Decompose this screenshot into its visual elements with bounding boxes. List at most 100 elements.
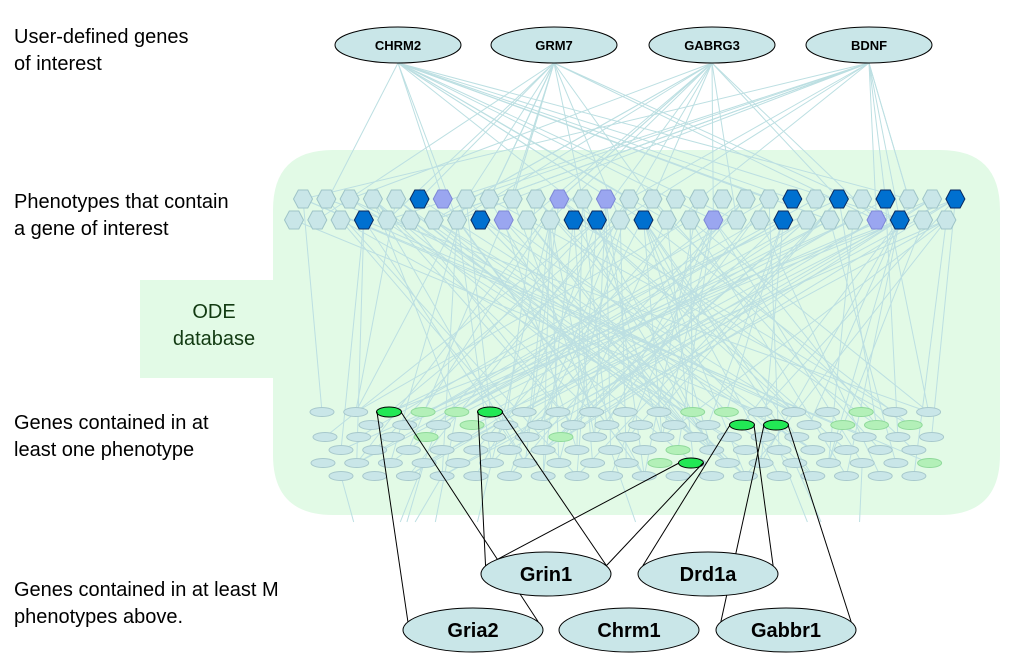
edge bbox=[349, 62, 713, 200]
gene-ellipse bbox=[612, 407, 638, 417]
result-gene-node bbox=[480, 551, 612, 597]
connector-line bbox=[787, 424, 852, 622]
phenotype-hexagon bbox=[456, 189, 477, 209]
gene-ellipse bbox=[392, 420, 418, 430]
phenotype-hexagon bbox=[619, 189, 640, 209]
gene-ellipse bbox=[815, 407, 840, 417]
edge bbox=[408, 198, 630, 477]
phenotype-hexagon bbox=[362, 189, 383, 209]
gene-ellipse bbox=[377, 458, 403, 468]
gene-ellipse bbox=[849, 458, 875, 468]
gene-ellipse bbox=[564, 471, 590, 481]
gene-ellipse bbox=[527, 420, 552, 430]
edge bbox=[698, 62, 870, 200]
gene-ellipse bbox=[766, 471, 792, 481]
edge bbox=[539, 198, 933, 426]
edge bbox=[526, 219, 551, 438]
gene-ellipse bbox=[796, 420, 822, 430]
gene-ellipse bbox=[613, 458, 639, 468]
phenotype-hexagon bbox=[610, 210, 631, 230]
gene-ellipse bbox=[447, 432, 473, 442]
connector-line bbox=[753, 424, 774, 566]
edge bbox=[558, 62, 713, 200]
edge bbox=[408, 198, 886, 477]
edge bbox=[859, 462, 863, 523]
phenotype-nodes bbox=[283, 189, 966, 230]
gene-ellipse bbox=[511, 407, 537, 417]
edge bbox=[539, 198, 630, 426]
label-line: a gene of interest bbox=[14, 218, 169, 240]
edge bbox=[573, 219, 896, 413]
edge bbox=[465, 62, 555, 200]
edge bbox=[456, 219, 784, 413]
gene-ellipse bbox=[834, 471, 859, 481]
connector-line bbox=[376, 411, 409, 622]
edge bbox=[643, 219, 911, 426]
phenotype-hexagon bbox=[843, 210, 864, 230]
edge bbox=[465, 198, 491, 413]
edge bbox=[549, 219, 560, 464]
highlight-connectors bbox=[376, 411, 852, 622]
gene-ellipse bbox=[631, 445, 657, 455]
edge bbox=[808, 198, 910, 426]
gene-ellipse bbox=[897, 420, 923, 430]
edge bbox=[475, 198, 630, 477]
gene-ellipse bbox=[429, 471, 455, 481]
gene-ellipse bbox=[514, 432, 540, 442]
connector-line bbox=[477, 411, 487, 566]
edge bbox=[643, 219, 814, 477]
edge bbox=[441, 198, 956, 477]
label-line: of interest bbox=[14, 53, 102, 75]
gene-ellipse bbox=[699, 471, 725, 481]
gene-ellipse bbox=[546, 458, 572, 468]
edge bbox=[535, 198, 727, 413]
edge bbox=[931, 198, 956, 438]
phenotype-hexagon bbox=[889, 210, 910, 230]
result-gene-node bbox=[558, 607, 700, 653]
edge bbox=[491, 198, 747, 464]
database-gene-nodes bbox=[309, 406, 945, 481]
gene-ellipse bbox=[699, 445, 725, 455]
edge bbox=[389, 198, 840, 413]
edge bbox=[410, 219, 693, 413]
edge bbox=[397, 62, 793, 200]
gene-of-interest-node bbox=[334, 26, 462, 64]
label-line: Genes contained in at least M bbox=[14, 579, 279, 601]
gene-of-interest-node bbox=[805, 26, 933, 64]
gene-ellipse bbox=[732, 471, 758, 481]
phenotype-hexagon bbox=[353, 210, 374, 230]
edge bbox=[356, 219, 365, 464]
edge bbox=[711, 62, 714, 221]
gene-ellipse bbox=[882, 407, 908, 417]
phenotype-hexagon bbox=[633, 210, 654, 230]
label-line: User-defined genes bbox=[14, 26, 189, 48]
gene-of-interest-label: CHRM2 bbox=[375, 38, 421, 53]
phenotype-hexagon bbox=[330, 210, 351, 230]
edge bbox=[868, 62, 901, 221]
gene-ellipse bbox=[901, 471, 927, 481]
edge bbox=[326, 198, 929, 413]
label-genes-m-phenotypes: Genes contained in at least M phenotypes… bbox=[14, 577, 279, 631]
edge bbox=[505, 198, 537, 426]
edge bbox=[465, 62, 870, 200]
edge bbox=[349, 198, 795, 413]
label-line: Genes contained in at bbox=[14, 412, 209, 434]
phenotype-hexagon bbox=[563, 210, 584, 230]
edge bbox=[340, 475, 355, 523]
highlighted-gene-ellipse bbox=[477, 406, 503, 418]
gene-ellipse bbox=[362, 445, 388, 455]
highlighted-gene-ellipse bbox=[376, 406, 402, 418]
gene-ellipse bbox=[530, 471, 556, 481]
phenotype-hexagon bbox=[386, 189, 407, 209]
gene-ellipse bbox=[647, 458, 673, 468]
gene-ellipse bbox=[816, 458, 841, 468]
phenotype-hexagon bbox=[377, 210, 398, 230]
phenotype-hexagon bbox=[913, 210, 934, 230]
gene-ellipse bbox=[713, 407, 739, 417]
gene-ellipse bbox=[444, 407, 470, 417]
phenotype-hexagon bbox=[749, 210, 771, 230]
gene-of-interest-node bbox=[648, 26, 776, 64]
gene-ellipse bbox=[564, 445, 590, 455]
phenotype-hexagon bbox=[642, 189, 663, 209]
phenotype-hexagon bbox=[400, 210, 421, 230]
